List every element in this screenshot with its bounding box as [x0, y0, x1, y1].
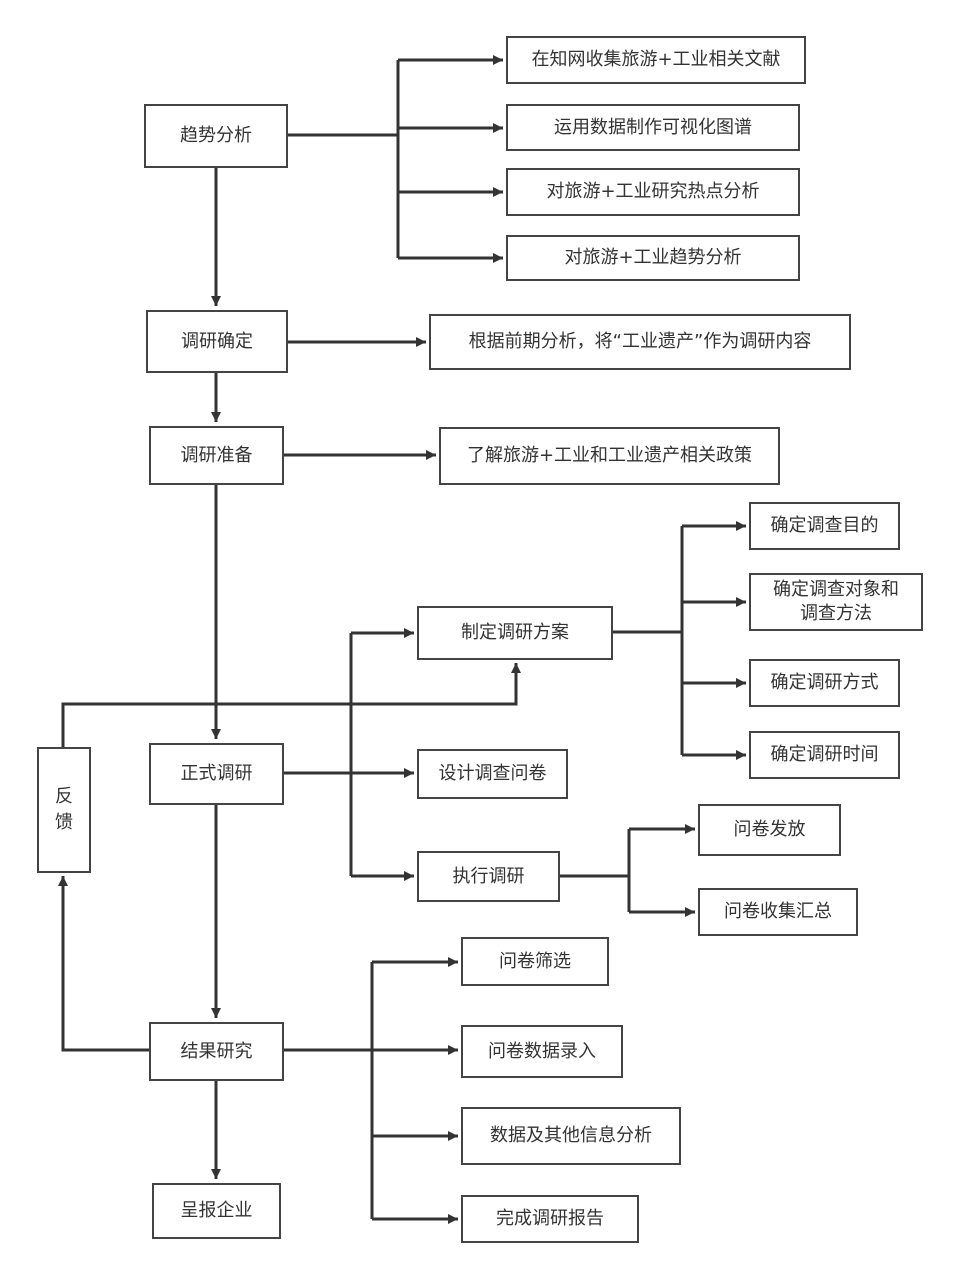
node-research-content: 根据前期分析，将“工业遗产”作为调研内容 — [429, 314, 851, 370]
node-trend-tourism: 对旅游+工业趋势分析 — [506, 235, 800, 281]
node-complete-report: 完成调研报告 — [461, 1195, 639, 1243]
node-research-prep: 调研准备 — [149, 426, 284, 485]
node-determine-object: 确定调查对象和 调查方法 — [749, 573, 923, 631]
node-data-analysis: 数据及其他信息分析 — [461, 1107, 681, 1165]
arrow-feedback-to-plan — [61, 663, 521, 747]
node-formal-research: 正式调研 — [149, 743, 284, 805]
node-determine-time: 确定调研时间 — [749, 731, 900, 779]
node-trend-analysis: 趋势分析 — [144, 104, 288, 168]
node-policy: 了解旅游+工业和工业遗产相关政策 — [439, 427, 780, 485]
node-research-confirm: 调研确定 — [146, 310, 288, 373]
node-make-plan: 制定调研方案 — [417, 606, 613, 660]
arrow-result-to-feedback — [58, 876, 150, 1052]
node-collect-literature: 在知网收集旅游+工业相关文献 — [506, 36, 806, 84]
node-distribute-questionnaire: 问卷发放 — [698, 804, 841, 856]
node-determine-purpose: 确定调查目的 — [749, 502, 900, 550]
node-determine-method: 确定调研方式 — [749, 659, 900, 707]
node-execute-research: 执行调研 — [417, 851, 560, 902]
node-design-questionnaire: 设计调查问卷 — [417, 749, 568, 799]
node-feedback: 反 馈 — [37, 747, 91, 873]
node-visual-map: 运用数据制作可视化图谱 — [506, 104, 800, 151]
node-result-research: 结果研究 — [149, 1022, 284, 1081]
node-report-enterprise: 呈报企业 — [152, 1183, 281, 1239]
node-screen-questionnaire: 问卷筛选 — [461, 937, 609, 986]
node-data-entry: 问卷数据录入 — [461, 1025, 623, 1078]
node-collect-questionnaire: 问卷收集汇总 — [698, 888, 858, 936]
node-hotspot-analysis: 对旅游+工业研究热点分析 — [506, 168, 800, 216]
